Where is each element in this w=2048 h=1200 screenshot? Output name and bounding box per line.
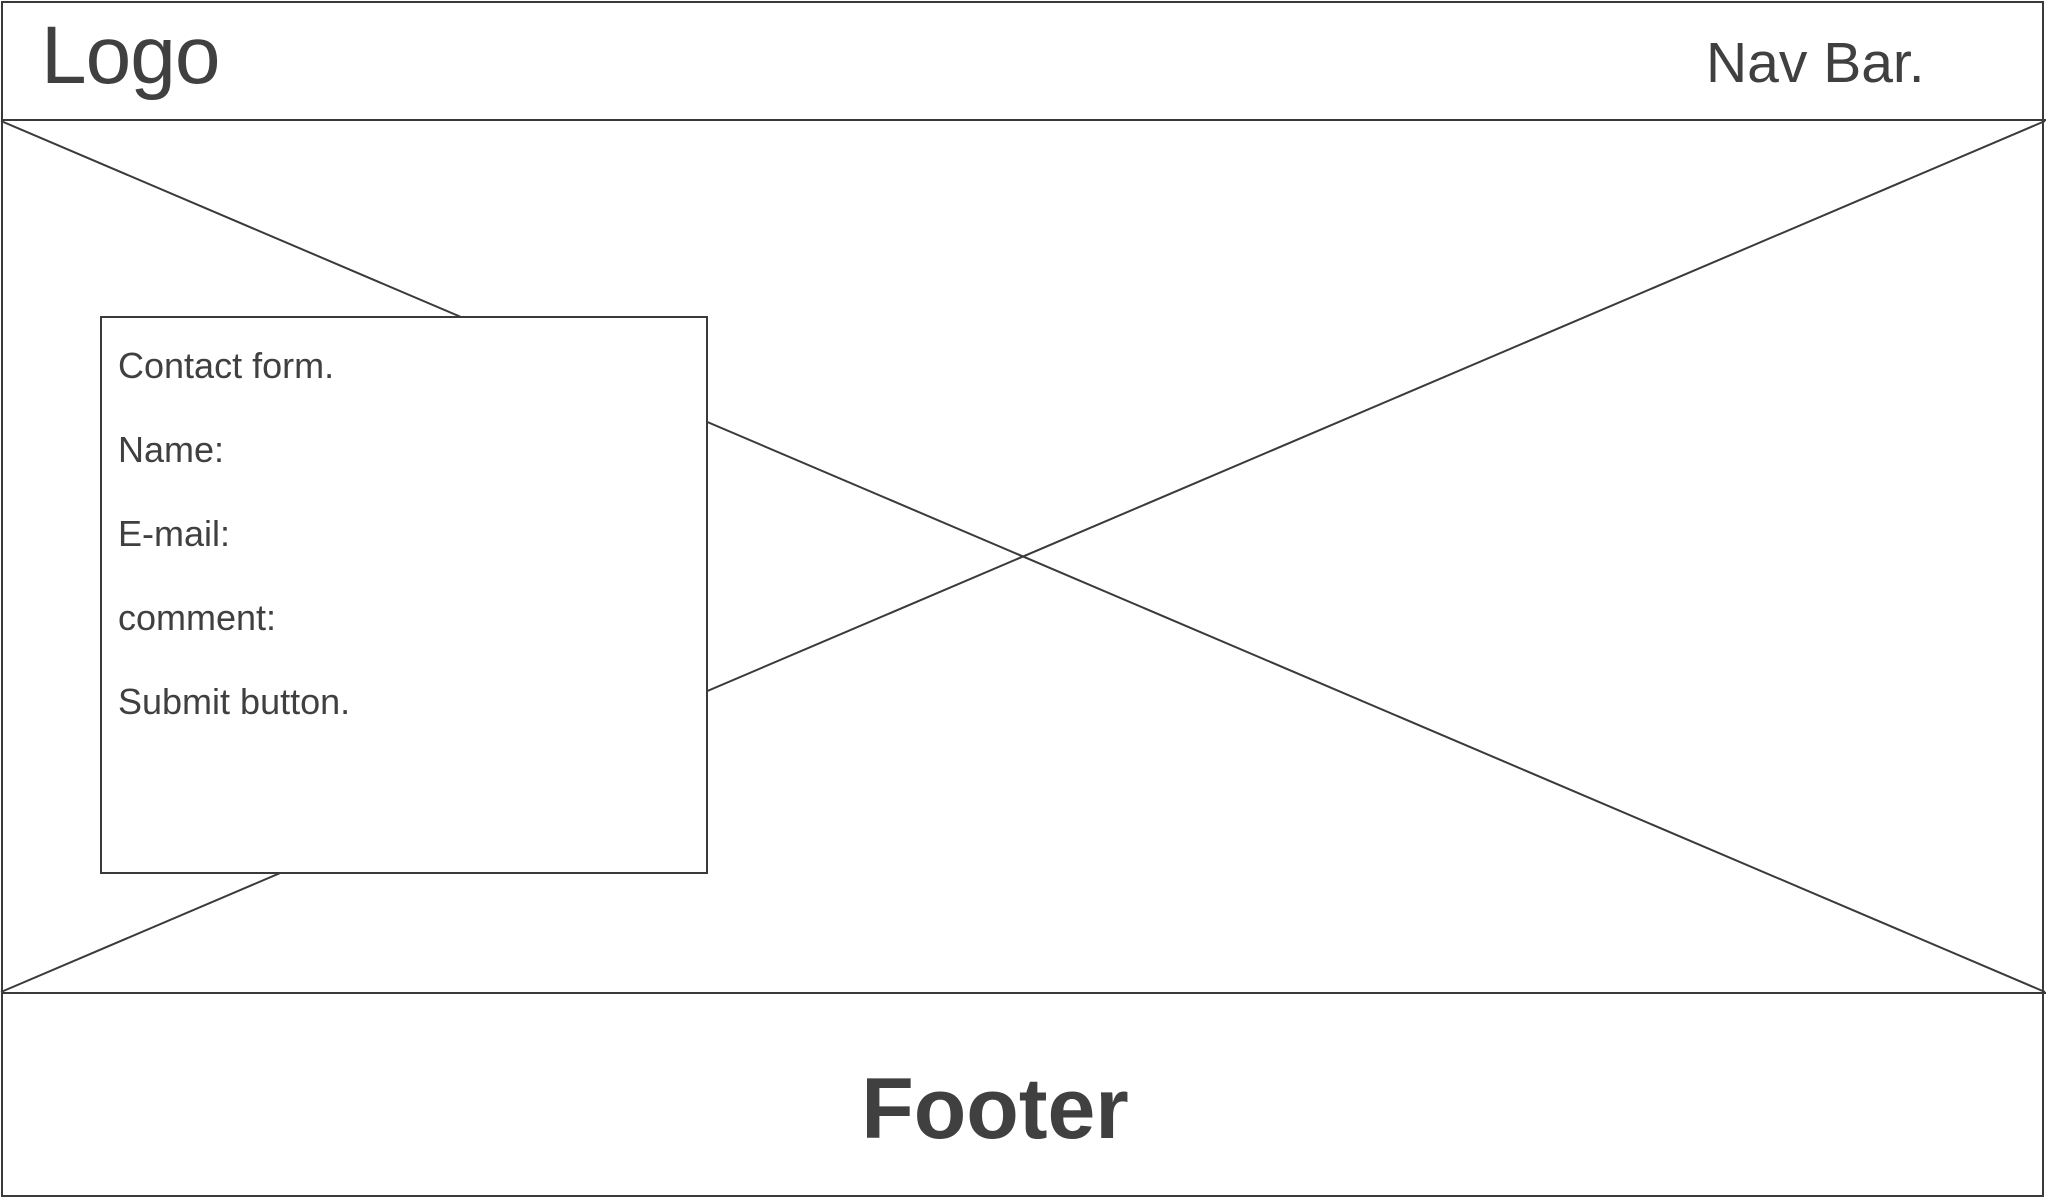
name-field[interactable]: Name: [118,429,225,470]
footer-label: Footer [861,1061,1129,1157]
header: Logo Nav Bar. [1,1,2046,121]
footer: Footer [0,994,2048,1198]
comment-field[interactable]: comment: [118,597,277,638]
footer-divider [1,992,2046,994]
logo[interactable]: Logo [41,10,220,101]
nav-bar[interactable]: Nav Bar. [1706,31,1925,95]
email-field[interactable]: E-mail: [118,513,231,554]
contact-form: Contact form. Name: E-mail: comment: Sub… [100,316,708,874]
submit-button[interactable]: Submit button. [118,681,351,722]
contact-form-title: Contact form. [118,345,335,386]
